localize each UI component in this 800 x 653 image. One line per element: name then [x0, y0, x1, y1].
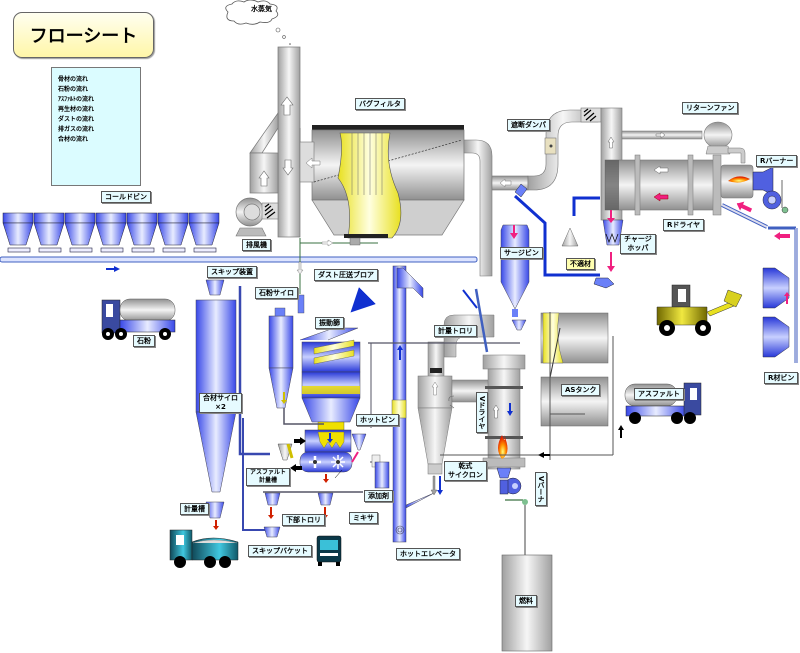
- v-dryer: [448, 354, 528, 555]
- label-surge-bin: サージビン: [500, 247, 543, 259]
- bag-filter: [299, 125, 465, 239]
- label-fuel: 燃料: [515, 595, 537, 607]
- label-asphalt-scale: アスファルト 計量槽: [246, 468, 291, 486]
- label-dust-blower: ダスト圧送ブロア: [314, 269, 378, 281]
- steam-cloud: [225, 0, 291, 45]
- chute-top: [514, 183, 528, 198]
- trolleys: [263, 437, 390, 538]
- surge-bin: [500, 224, 530, 317]
- label-cold-bin: コールドビン: [101, 191, 151, 203]
- label-r-bin: R材ビン: [764, 372, 799, 384]
- r-dryer-system: [600, 107, 789, 272]
- label-lower-trolley: 下部トロリ: [282, 514, 325, 526]
- legend-item: ｱｽﾌｧﾙﾄの流れ: [58, 96, 95, 103]
- cold-bin: [157, 212, 189, 253]
- label-mixer: ミキサ: [349, 512, 378, 524]
- off-spec-pile: [561, 227, 579, 247]
- cold-bin: [64, 212, 96, 253]
- cold-bin: [95, 212, 127, 253]
- label-steam: 水蒸気: [251, 5, 272, 13]
- exhaust-stack: [249, 46, 301, 238]
- chute-bottom: [593, 277, 615, 289]
- r-conveyor: [721, 201, 798, 363]
- label-as-tank: ASタンク: [561, 384, 601, 396]
- hot-elevator: [391, 265, 435, 543]
- legend-panel: 骨材の流れ石粉の流れ ｱｽﾌｧﾙﾄの流れ再生材の流れダストの流れ排ガスの流れ合材の…: [51, 67, 141, 186]
- label-off-spec: 不適材: [566, 258, 595, 270]
- mixing-tower: [299, 327, 367, 483]
- legend-item: 石粉の流れ: [58, 86, 89, 93]
- front-truck: [316, 535, 342, 566]
- weigh-trolley: [368, 288, 527, 428]
- label-dry-cyclone: 乾式 サイクロン: [444, 461, 487, 481]
- legend-item: 骨材の流れ: [58, 76, 89, 83]
- cold-bin: [33, 212, 65, 253]
- cold-bin: [188, 212, 220, 253]
- label-v-dryer: Vドライヤ: [476, 392, 488, 434]
- wheel-loader: [656, 284, 743, 336]
- label-r-dryer: Rドライヤ: [663, 219, 705, 231]
- label-additive: 添加剤: [364, 490, 393, 502]
- label-exhaust-fan: 排風機: [242, 239, 271, 251]
- label-vibrating-screen: 振動篩: [315, 317, 344, 329]
- r-material-bins: [762, 267, 790, 358]
- cold-bin: [2, 212, 34, 253]
- legend-item: ダストの流れ: [58, 116, 95, 123]
- label-skip-bucket: スキップバケット: [248, 545, 312, 557]
- cold-bins: [2, 212, 220, 253]
- label-shutoff-damper: 遮断ダンパ: [507, 119, 550, 131]
- label-bag-filter: バグフィルタ: [355, 98, 405, 110]
- dump-truck: [169, 529, 239, 568]
- legend-item: 排ガスの流れ: [58, 126, 95, 133]
- arrow-down-left: [350, 287, 376, 313]
- page-title: フローシート: [13, 12, 154, 58]
- label-mix-silo: 合材サイロ ×2: [199, 393, 242, 413]
- label-hot-elevator: ホットエレベータ: [396, 548, 460, 560]
- cold-bin: [126, 212, 158, 253]
- filler-silo: [268, 237, 378, 425]
- label-weigh-trolley: 計量トロリ: [434, 325, 477, 337]
- bag-filter-duct: [463, 107, 602, 277]
- filler-tanker-truck: [101, 298, 176, 340]
- label-filler-silo: 石粉サイロ: [255, 287, 298, 299]
- label-asphalt: アスファルト: [634, 388, 684, 400]
- label-skip-device: スキップ装置: [207, 266, 257, 278]
- label-scale: 計量槽: [180, 503, 209, 515]
- label-return-fan: リターンファン: [682, 102, 739, 114]
- cold-bin-conveyor: [0, 256, 478, 272]
- legend-item: 再生材の流れ: [58, 106, 95, 113]
- aggregate-lines: [462, 194, 600, 309]
- label-v-burner: Vバーナ: [535, 472, 547, 507]
- label-hot-bin: ホットビン: [356, 414, 399, 426]
- exhaust-fan: [235, 197, 279, 237]
- label-r-burner: Rバーナー: [756, 155, 798, 167]
- legend-item: 合材の流れ: [58, 136, 89, 143]
- label-stone-powder: 石粉: [133, 335, 155, 347]
- label-charge-hopper: チャージ ホッパ: [620, 234, 656, 254]
